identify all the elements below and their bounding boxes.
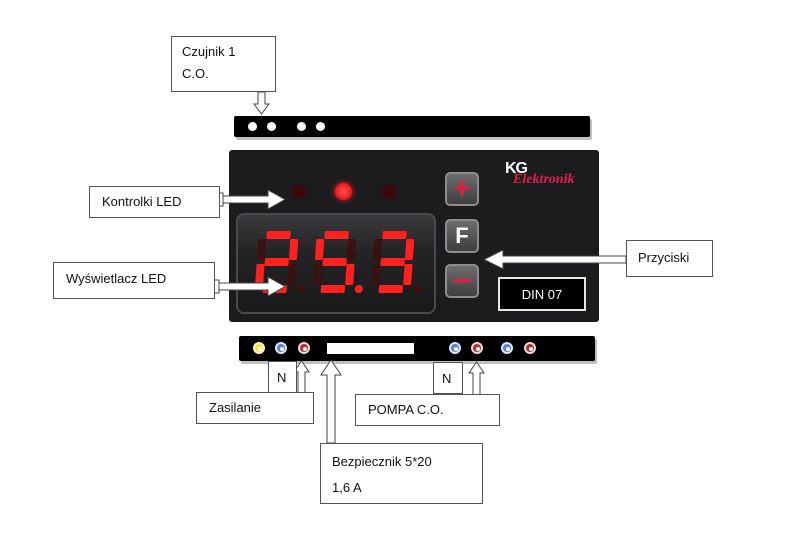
bottom-terminal-strip	[239, 336, 595, 361]
label-fuse: Bezpiecznik 5*20 1,6 A	[320, 443, 483, 504]
strip-hole	[248, 122, 257, 131]
plus-icon: +	[453, 172, 471, 205]
label-pump-n: N	[433, 362, 463, 394]
power-arrow	[293, 360, 310, 395]
label-power-n: N	[268, 361, 297, 393]
label-power: Zasilanie	[196, 392, 314, 424]
digit-segment	[288, 239, 299, 260]
digit-segment	[255, 264, 265, 285]
led-indicator-right	[382, 184, 397, 199]
function-icon: F	[455, 223, 469, 248]
digit-segment	[404, 239, 415, 260]
label-pump-n-text: N	[442, 371, 452, 386]
terminal-pump-l	[471, 342, 483, 354]
digit-segment	[264, 258, 289, 266]
label-display-text: Wyświetlacz LED	[66, 271, 167, 286]
digit-segment	[372, 239, 383, 260]
buttons-arrow	[482, 249, 627, 270]
decimal-point	[412, 285, 421, 293]
brand-logo: KG Elektronik	[505, 160, 595, 190]
digit-segment	[320, 285, 346, 293]
digit-segment	[266, 231, 291, 239]
digit-segment	[371, 264, 381, 285]
minus-icon: −	[452, 262, 472, 300]
strip-hole	[297, 122, 306, 131]
digit-segment	[322, 258, 347, 266]
digit-segment	[382, 231, 407, 239]
led-indicator-left	[291, 184, 306, 199]
led-indicator-center	[335, 183, 352, 200]
label-leds-text: Kontrolki LED	[102, 194, 182, 209]
brand-kg: KG	[505, 160, 528, 177]
model-label: DIN 07	[498, 277, 586, 311]
label-power-n-text: N	[277, 370, 287, 385]
digit-segment	[313, 264, 323, 285]
plus-button[interactable]: +	[445, 172, 479, 206]
model-text: DIN 07	[521, 286, 563, 302]
display-arrow	[217, 276, 287, 297]
pump-arrow	[468, 361, 485, 396]
terminal-power-n	[275, 342, 287, 354]
brand-name: Elektronik	[513, 172, 575, 187]
minus-button[interactable]: −	[445, 264, 479, 298]
label-pump-text: POMPA C.O.	[368, 402, 444, 417]
digit-segment	[403, 264, 413, 285]
label-power-text: Zasilanie	[209, 400, 262, 415]
label-buttons: Przyciski	[626, 240, 713, 277]
decimal-point	[296, 285, 305, 293]
label-leds: Kontrolki LED	[89, 186, 220, 218]
terminal-ground	[253, 342, 265, 354]
terminal-power-l	[298, 342, 310, 354]
terminal-aux-l	[524, 342, 536, 354]
label-sensor-line1: Czujnik 1	[182, 44, 236, 59]
display-digit	[371, 231, 421, 293]
strip-hole	[267, 122, 276, 131]
digit-segment	[256, 239, 267, 260]
top-mounting-strip	[234, 116, 590, 137]
label-fuse-line2: 1,6 A	[332, 480, 362, 495]
strip-hole	[316, 122, 325, 131]
led-arrow	[221, 189, 287, 210]
digit-segment	[314, 239, 325, 260]
led-display: 25.3	[236, 213, 436, 314]
terminal-pump-n	[449, 342, 461, 354]
terminal-aux-n	[501, 342, 513, 354]
digit-segment	[378, 285, 404, 293]
sensor-arrow	[253, 91, 270, 115]
digit-segment	[380, 258, 405, 266]
fuse-arrow	[320, 359, 342, 444]
decimal-point	[354, 285, 363, 293]
label-pump: POMPA C.O.	[355, 394, 500, 426]
label-buttons-text: Przyciski	[638, 250, 690, 265]
digit-segment	[346, 239, 357, 260]
label-fuse-line1: Bezpiecznik 5*20	[332, 454, 432, 469]
digit-segment	[287, 264, 297, 285]
display-digit	[313, 231, 363, 293]
digit-segment	[345, 264, 355, 285]
fuse-holder	[327, 343, 414, 354]
label-sensor-line2: C.O.	[182, 66, 209, 81]
label-sensor: Czujnik 1 C.O.	[171, 36, 276, 92]
label-display: Wyświetlacz LED	[53, 262, 215, 299]
digit-segment	[324, 231, 349, 239]
function-button[interactable]: F	[445, 219, 479, 253]
